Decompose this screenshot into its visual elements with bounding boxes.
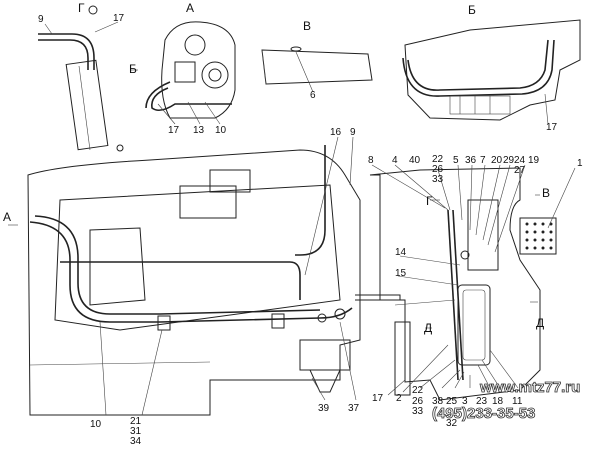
detail-a [145,21,236,119]
callout-32: 32 [446,418,458,429]
watermark-phone: (495)233-35-53 [432,405,535,422]
view-label-v: В [303,19,311,33]
callout-33: 33 [412,406,424,417]
callout-22: 22 [412,385,424,396]
callout-14: 14 [395,247,407,258]
callout-1: 1 [577,158,583,169]
callout-2: 2 [396,393,402,404]
callout-31: 31 [130,426,142,437]
callout-3: 3 [462,396,468,407]
callout-34: 34 [130,436,142,447]
callout-10-a: 10 [215,125,227,136]
callout-5: 5 [453,155,459,166]
watermark: www.mtz77.ru (495)233-35-53 [432,379,581,423]
view-label-g-marker: Г [426,194,433,208]
view-label-v-marker: В [542,186,550,200]
callout-9-b: 9 [350,127,356,138]
callout-21: 21 [130,416,142,427]
callout-26: 26 [412,396,424,407]
callout-36: 36 [465,155,477,166]
callout-24: 24 [514,155,526,166]
callout-8: 8 [368,155,374,166]
view-label-g: Г [78,1,85,15]
callout-9: 9 [38,14,44,25]
leader-lines [44,21,576,416]
grille [519,217,557,255]
detail-g [38,5,124,152]
view-label-b-marker: Б [129,62,137,76]
callout-38: 38 [432,396,444,407]
side-panel [369,167,541,401]
view-label-b: Б [468,3,476,17]
callout-40: 40 [409,155,421,166]
callout-26-top: 26 [432,164,444,175]
callout-29: 29 [503,155,515,166]
callout-17-c: 17 [372,393,384,404]
callout-18: 18 [492,396,504,407]
callout-16: 16 [330,127,342,138]
callout-33-top: 33 [432,174,444,185]
callout-11: 11 [512,396,523,407]
callout-25: 25 [446,396,458,407]
callout-22-top: 22 [432,154,444,165]
callout-23: 23 [476,396,488,407]
callout-6: 6 [310,90,316,101]
section-markers [8,69,540,329]
callout-labels: 9 17 17 13 10 6 17 16 9 8 4 40 22 26 33 … [38,13,583,447]
callout-17-a: 17 [168,125,180,136]
view-label-a-marker: А [3,210,11,224]
callout-17: 17 [113,13,125,24]
main-view [27,149,401,416]
callout-13: 13 [193,125,205,136]
view-label-a: А [186,1,194,15]
callout-37: 37 [348,403,360,414]
callout-20: 20 [491,155,503,166]
fuel-line [29,145,353,331]
callout-10: 10 [90,419,102,430]
detail-v [261,46,373,93]
callout-19: 19 [528,155,540,166]
detail-b [402,19,581,125]
callout-27: 27 [514,165,526,176]
callout-39: 39 [318,403,330,414]
view-label-d-marker-2: Д [536,316,544,330]
callout-4: 4 [392,155,398,166]
watermark-site: www.mtz77.ru [479,379,580,396]
callout-17-b: 17 [546,122,558,133]
callout-15: 15 [395,268,407,279]
callout-7: 7 [480,155,486,166]
view-label-d-marker: Д [424,321,432,335]
view-labels: Г А В Б Б А Г В Д Д [3,1,550,335]
